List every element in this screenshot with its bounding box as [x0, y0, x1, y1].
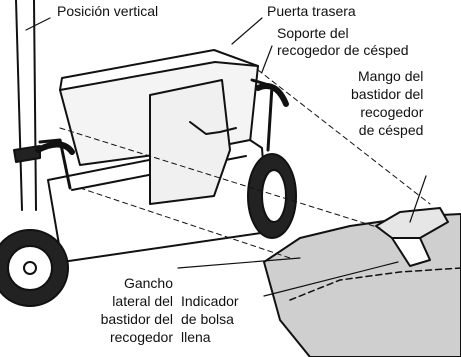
full-bag-indicator-flap: [391, 237, 431, 267]
leader-frame-handle: [409, 175, 427, 223]
handle-bar-strap: [13, 145, 41, 163]
grass-bag-seam: [289, 267, 461, 301]
leader-full-bag-indicator: [263, 261, 399, 297]
alignment-line-1: [257, 69, 431, 205]
bag-cloth-center: [149, 79, 231, 205]
wheel-right-rim: [261, 169, 287, 223]
handle-bar-left: [15, 0, 23, 211]
label-bag-support: Soporte del recogedor de césped: [276, 25, 410, 59]
handle-bar-right: [33, 0, 37, 211]
alignment-line-2: [59, 127, 381, 229]
label-rear-door: Puerta trasera: [266, 3, 357, 19]
bag-cloth-fold: [189, 121, 237, 135]
bag-support-clip-right: [255, 83, 289, 107]
rear-door-top: [59, 49, 259, 91]
label-side-hook: Gancho lateral del bastidor del recogedo…: [72, 274, 174, 346]
label-upright-position: Posición vertical: [56, 3, 160, 19]
bag-support-clip-left: [35, 141, 75, 155]
grass-bag: [263, 213, 461, 357]
bag-support-arm-left: [38, 138, 72, 190]
wheel-left-hub: [23, 261, 37, 275]
leader-upright: [25, 17, 51, 31]
alignment-line-3: [79, 187, 291, 259]
label-full-bag-indicator: Indicador de bolsa llena: [180, 292, 240, 346]
leader-side-hook: [177, 257, 301, 269]
label-bag-frame-handle: Mango del bastidor del recogedor de césp…: [350, 67, 425, 139]
leader-bag-support: [261, 45, 273, 73]
leader-rear-door: [231, 17, 263, 45]
